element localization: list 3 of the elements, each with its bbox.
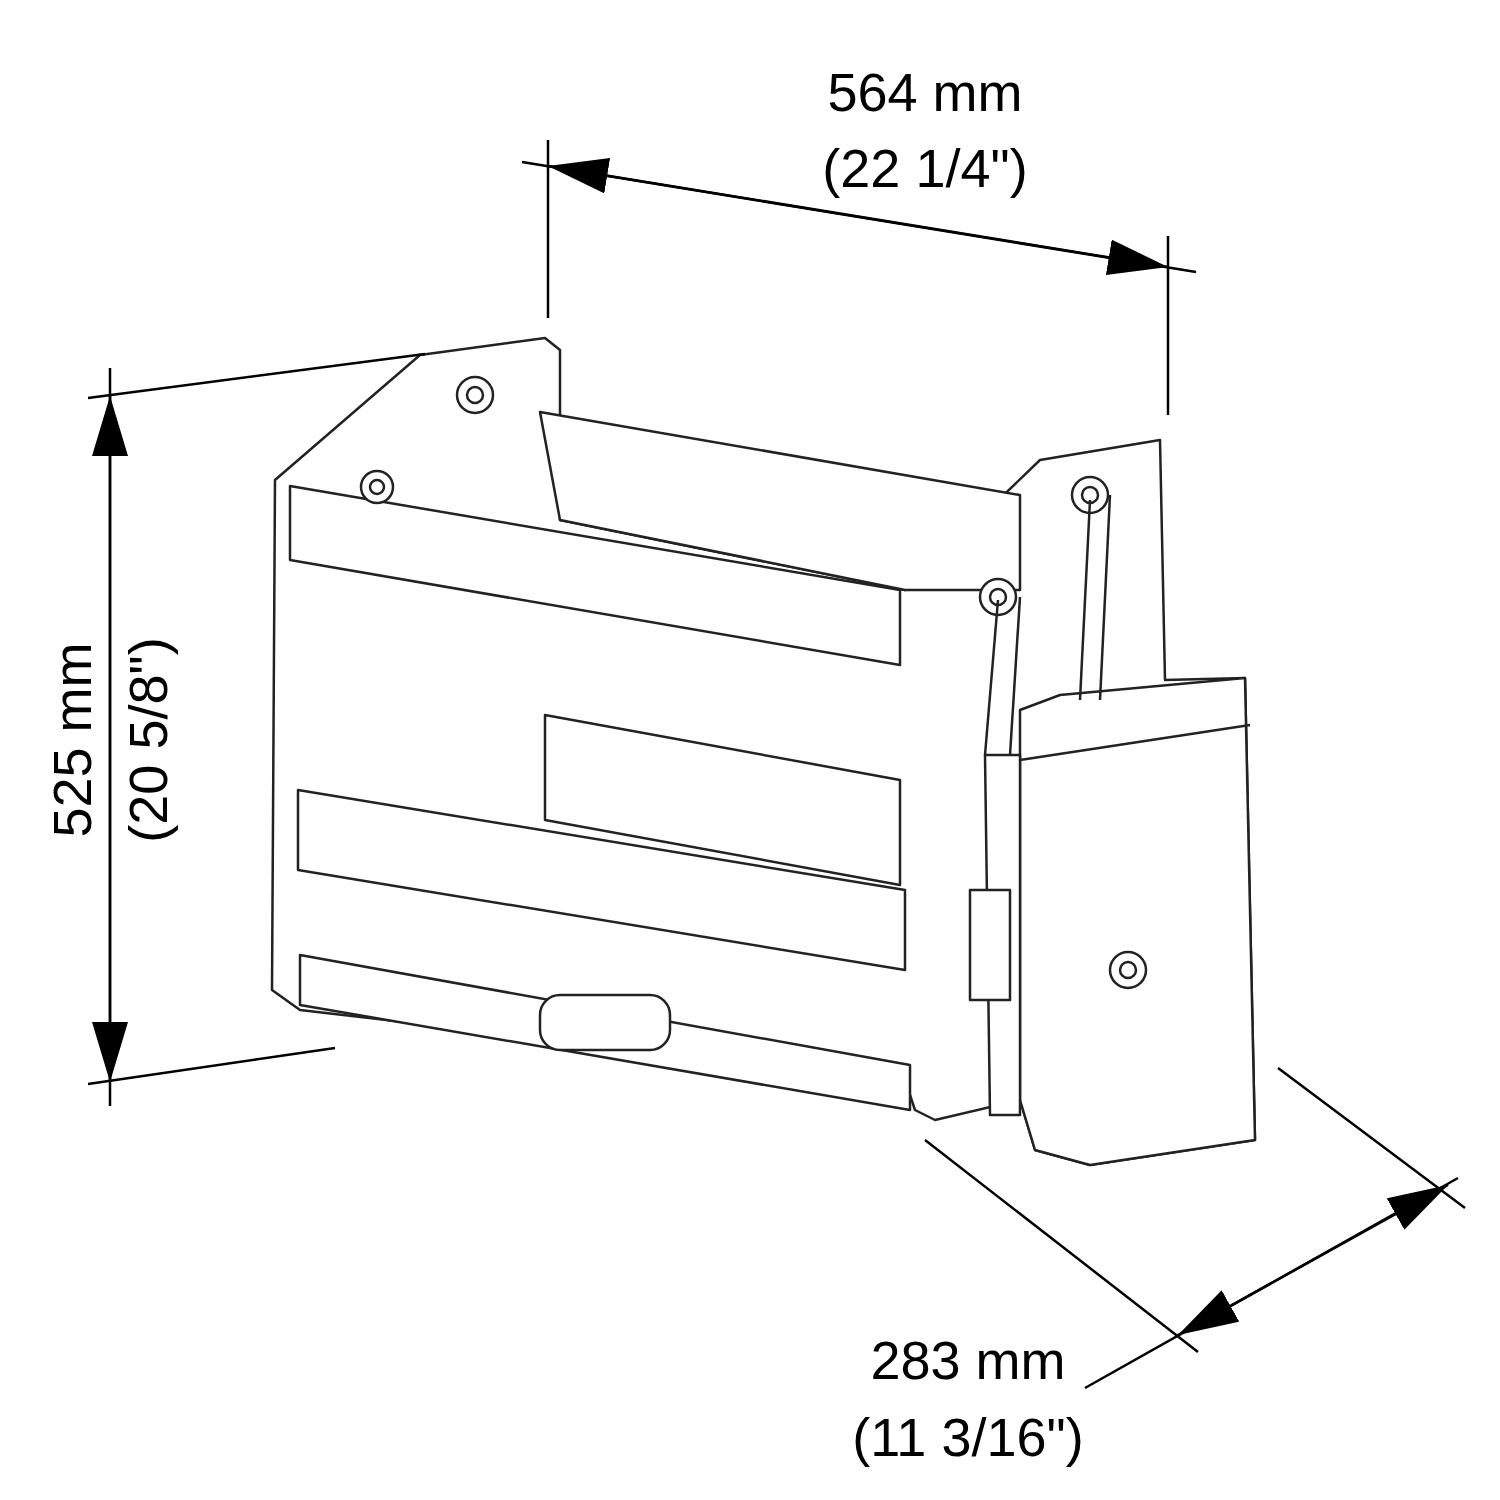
dimension-label: 564 mm	[827, 65, 1023, 119]
dimension-label: 525 mm	[45, 642, 99, 838]
dimension-label: 283 mm	[870, 1333, 1066, 1387]
